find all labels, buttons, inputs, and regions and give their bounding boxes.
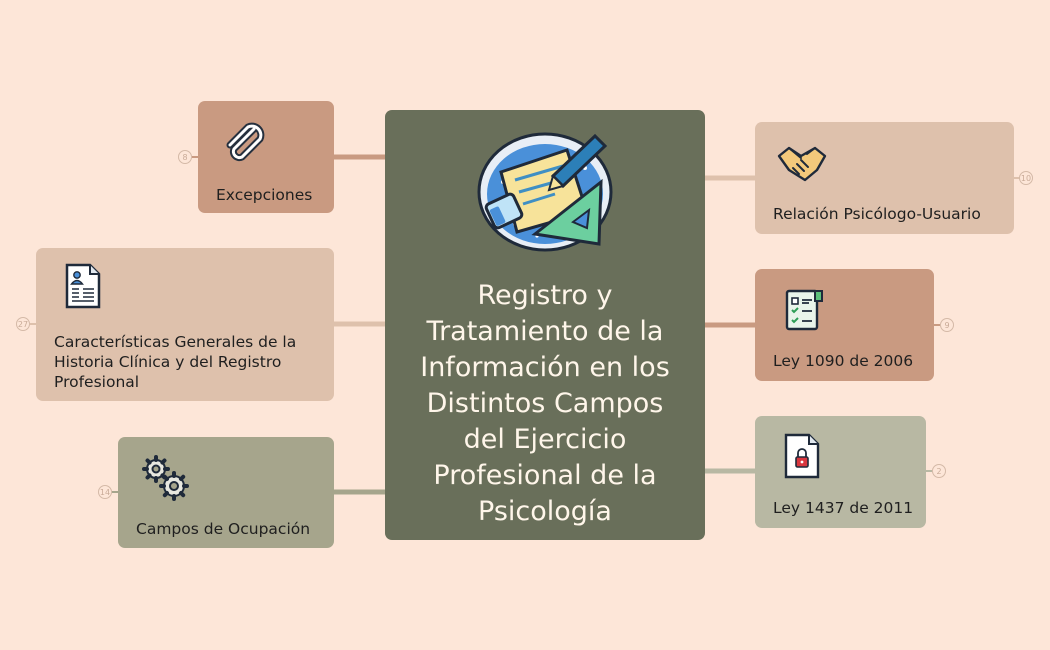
handshake-icon bbox=[777, 146, 827, 182]
topic-ley1090[interactable]: Ley 1090 de 2006 bbox=[755, 269, 934, 381]
topic-ley1437[interactable]: Ley 1437 de 2011 bbox=[755, 416, 926, 528]
count-badge-excepciones[interactable]: 8 bbox=[178, 150, 192, 164]
topic-label: Campos de Ocupación bbox=[136, 520, 311, 538]
locked-file-icon bbox=[784, 433, 820, 479]
count-badge-ley1437[interactable]: 2 bbox=[932, 464, 946, 478]
topic-label: Excepciones bbox=[216, 186, 313, 204]
paperclip-icon bbox=[226, 122, 265, 162]
gears-icon bbox=[142, 455, 189, 501]
document-icon bbox=[65, 263, 101, 309]
topic-label: Ley 1437 de 2011 bbox=[773, 499, 914, 517]
topic-label: Relación Psicólogo-Usuario bbox=[773, 205, 981, 223]
topic-caracteristicas[interactable]: Características Generales de la Historia… bbox=[36, 248, 334, 401]
topic-label: Ley 1090 de 2006 bbox=[773, 352, 914, 370]
topic-relacion[interactable]: Relación Psicólogo-Usuario bbox=[755, 122, 1014, 234]
count-badge-ley1090[interactable]: 9 bbox=[940, 318, 954, 332]
central-topic[interactable]: Registro y Tratamiento de la Información… bbox=[385, 110, 705, 540]
count-badge-caracteristicas[interactable]: 27 bbox=[16, 317, 30, 331]
topic-label: Características Generales de la Historia… bbox=[54, 333, 297, 391]
stationery-icon bbox=[477, 132, 613, 252]
checklist-icon bbox=[785, 289, 823, 331]
central-title: Registro y Tratamiento de la Información… bbox=[420, 280, 670, 527]
topic-campos[interactable]: Campos de Ocupación bbox=[118, 437, 334, 548]
topic-excepciones[interactable]: Excepciones bbox=[198, 101, 334, 213]
count-badge-campos[interactable]: 14 bbox=[98, 485, 112, 499]
count-badge-relacion[interactable]: 10 bbox=[1019, 171, 1033, 185]
